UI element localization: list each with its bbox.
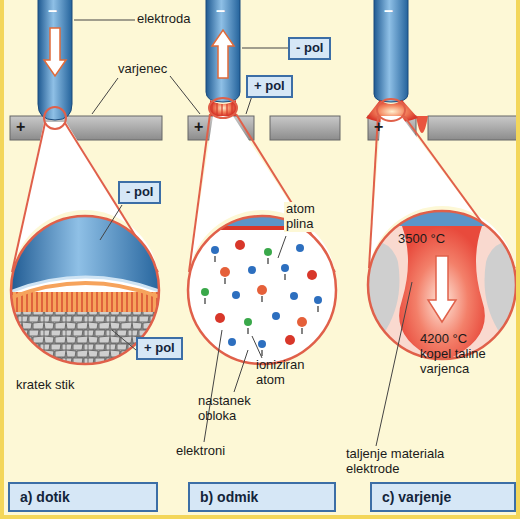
box-text: - pol <box>296 41 323 56</box>
pole-box: - pol <box>288 37 331 60</box>
polarity-sign: + <box>194 118 203 136</box>
polarity-sign: – <box>384 2 393 20</box>
step-label-box: c) varjenje <box>370 482 516 512</box>
particle-label: ioniziran atom <box>256 358 322 388</box>
temperature-label: 3500 °C <box>398 232 445 247</box>
box-text: c) varjenje <box>382 489 504 505</box>
step-label-box: b) odmik <box>188 482 336 512</box>
pole-box: - pol <box>118 181 161 204</box>
process-label: nastanek obloka <box>198 394 268 424</box>
part-label: varjenec <box>118 62 167 77</box>
pole-box: + pol <box>246 75 293 98</box>
box-text: + pol <box>254 79 285 94</box>
box-text: a) dotik <box>20 489 146 505</box>
temperature-label: 4200 °C kopel taline varjenca <box>420 332 490 377</box>
box-text: - pol <box>126 185 153 200</box>
particle-label: elektroni <box>176 444 225 459</box>
box-text: + pol <box>144 341 175 356</box>
polarity-sign: – <box>48 2 57 20</box>
step-label-box: a) dotik <box>8 482 158 512</box>
pole-box: + pol <box>136 337 183 360</box>
part-label: elektroda <box>137 12 190 27</box>
process-label: taljenje materiala elektrode <box>346 447 474 477</box>
polarity-sign: + <box>374 118 383 136</box>
polarity-sign: + <box>16 118 25 136</box>
polarity-sign: – <box>216 2 225 20</box>
state-label: kratek stik <box>16 378 75 393</box>
box-text: b) odmik <box>200 489 324 505</box>
background-panel: - pol + pol - pol + pol a) dotik b) odmik c) v… <box>4 0 516 515</box>
particle-label: atom plina <box>284 202 332 232</box>
